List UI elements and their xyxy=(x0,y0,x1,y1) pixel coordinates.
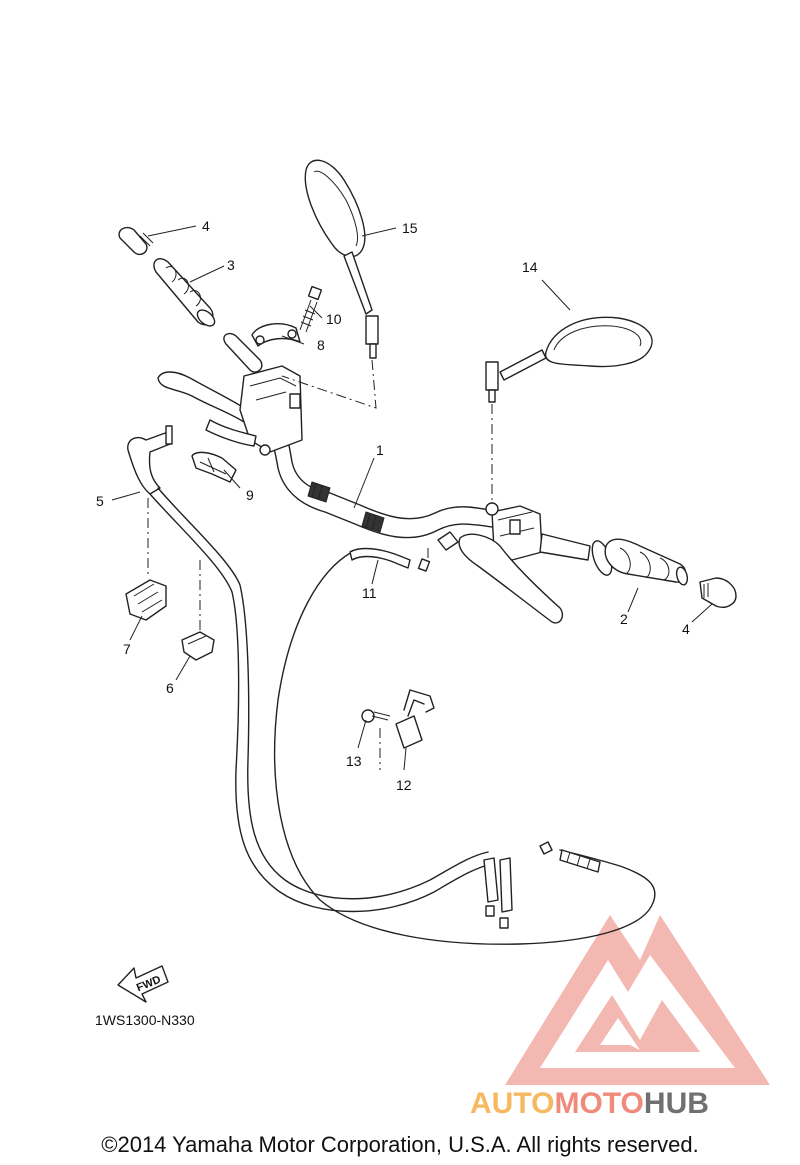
right-bar-end-4 xyxy=(699,577,737,608)
clip-7 xyxy=(125,579,167,621)
watermark-text: AUTOMOTOHUB xyxy=(470,1087,709,1120)
watermark-auto: AUTO xyxy=(470,1087,554,1120)
fwd-arrow-icon: FWD xyxy=(117,965,169,1003)
callout-11: 11 xyxy=(362,585,377,601)
alignment-lines xyxy=(147,359,493,770)
watermark-moto: MOTO xyxy=(554,1087,643,1120)
callout-9: 9 xyxy=(246,487,254,503)
callout-labels: 1 2 3 4 4 5 6 7 8 9 10 11 12 13 14 15 xyxy=(96,218,690,793)
callout-14: 14 xyxy=(522,259,538,275)
watermark-hub: HUB xyxy=(644,1087,709,1120)
callout-10: 10 xyxy=(326,311,342,327)
cable-end-5 xyxy=(127,425,173,495)
screw-13 xyxy=(361,709,391,723)
callout-2: 2 xyxy=(620,611,628,627)
callout-1: 1 xyxy=(376,442,384,458)
callout-12: 12 xyxy=(396,777,412,793)
callout-6: 6 xyxy=(166,680,174,696)
left-bar-end-4 xyxy=(118,226,154,256)
left-grip-3 xyxy=(153,258,263,373)
screw-10 xyxy=(299,285,323,333)
callout-13: 13 xyxy=(346,753,362,769)
left-switch-housing xyxy=(157,365,303,456)
holder-9 xyxy=(191,451,237,483)
right-mirror-14 xyxy=(485,316,653,403)
clip-6 xyxy=(181,631,215,661)
right-grip-2 xyxy=(591,538,689,586)
callout-4-right: 4 xyxy=(682,621,690,637)
callout-8: 8 xyxy=(317,337,325,353)
callout-15: 15 xyxy=(402,220,418,236)
right-switch-housing xyxy=(437,502,591,624)
callout-4-left: 4 xyxy=(202,218,210,234)
leader-lines xyxy=(111,225,713,771)
callout-7: 7 xyxy=(123,641,131,657)
callout-3: 3 xyxy=(227,257,235,273)
drawing-code: 1WS1300-N330 xyxy=(95,1012,195,1028)
copyright-text: ©2014 Yamaha Motor Corporation, U.S.A. A… xyxy=(101,1132,698,1157)
clamp-8 xyxy=(251,323,301,347)
watermark-logo-icon xyxy=(505,915,770,1085)
bracket-12 xyxy=(395,689,435,749)
left-mirror-15 xyxy=(304,159,379,359)
control-cables xyxy=(149,487,656,945)
callout-5: 5 xyxy=(96,493,104,509)
